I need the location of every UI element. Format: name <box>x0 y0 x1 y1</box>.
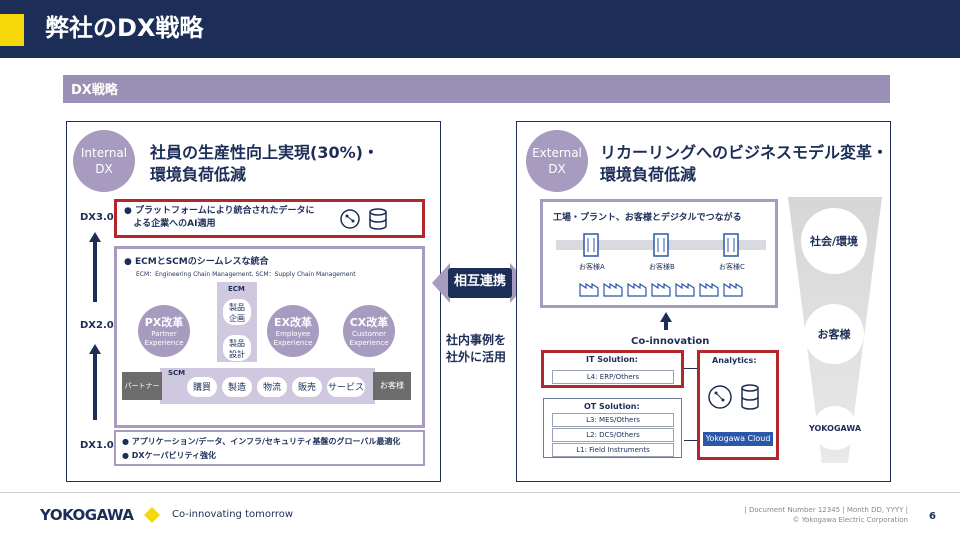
building-icon <box>723 233 739 257</box>
connector-line <box>684 440 697 441</box>
arrow-up-icon <box>660 312 672 322</box>
title-accent <box>0 14 24 46</box>
ex-sub: Employee Experience <box>273 330 313 347</box>
cx-sub: Customer Experience <box>349 330 389 347</box>
ecm-subtitle: ECM：Engineering Chain Management, SCM：Su… <box>136 271 356 278</box>
it-row: L4: ERP/Others <box>552 370 674 384</box>
customer-label: お客様A <box>579 263 605 271</box>
level-dx2: DX2.0 <box>80 320 114 331</box>
internal-heading: 社員の生産性向上実現(30%)・ 環境負荷低減 <box>150 143 379 184</box>
building-icon <box>653 233 669 257</box>
connect-title: 工場・プラント、お客様とデジタルでつながる <box>553 213 742 223</box>
analytics-title: Analytics: <box>712 356 757 365</box>
building-icon <box>583 233 599 257</box>
ot-row: L3: MES/Others <box>552 413 674 427</box>
arrow-shaft <box>93 354 97 420</box>
it-title: IT Solution: <box>586 355 638 364</box>
badge-line: Internal <box>80 146 128 160</box>
cx-title: CX改革 <box>349 316 389 329</box>
dx1-line: ● アプリケーション/データ、インフラ/セキュリティ基盤のグローバル最適化 <box>122 437 401 446</box>
title-bar <box>0 0 960 58</box>
dx3-box <box>114 199 425 238</box>
px-sub: Partner Experience <box>144 330 184 347</box>
section-title: DX戦略 <box>71 83 118 98</box>
dx3-text: ● プラットフォームにより統合されたデータに よる企業へのAI適用 <box>124 206 315 229</box>
arrow-up-icon <box>89 232 101 242</box>
customer-label: お客様B <box>649 263 675 271</box>
ex-circle: EX改革 Employee Experience <box>267 305 319 357</box>
yokogawa-circle: YOKOGAWA <box>809 406 861 450</box>
ex-title: EX改革 <box>274 316 312 329</box>
diamond-icon <box>144 507 160 523</box>
dx1-line: ● DXケーパビリティ強化 <box>122 451 217 460</box>
arrow-shaft <box>664 322 668 330</box>
level-dx3: DX3.0 <box>80 212 114 223</box>
ot-row: L2: DCS/Others <box>552 428 674 442</box>
ot-solution-box <box>543 398 682 458</box>
internal-dx-badge: Internal DX <box>73 130 135 192</box>
scm-item: 販売 <box>291 376 323 398</box>
connector-line <box>684 368 697 369</box>
footer-divider <box>0 492 960 493</box>
footer-copyright: © Yokogawa Electric Corporation <box>792 516 908 524</box>
customer-box: お客様 <box>373 372 411 400</box>
page-title: 弊社のDX戦略 <box>45 14 204 42</box>
dx1-box <box>114 430 425 466</box>
external-heading: リカーリングへのビジネスモデル変革・ 環境負荷低減 <box>600 143 889 184</box>
center-text: 社内事例を 社外に活用 <box>446 333 507 364</box>
scm-item: 購買 <box>186 376 218 398</box>
badge-line: DX <box>548 162 566 176</box>
footer-tagline: Co-innovating tomorrow <box>172 509 294 520</box>
ecm-label: ECM <box>228 285 245 293</box>
customer-label: お客様C <box>719 263 745 271</box>
section-bar <box>63 75 890 103</box>
px-title: PX改革 <box>144 316 184 329</box>
arrow-shaft <box>93 242 97 302</box>
ot-row: L1: Field Instruments <box>552 443 674 457</box>
coinnovation-label: Co-innovation <box>631 336 710 347</box>
partner-box: パートナー様 <box>122 372 162 418</box>
badge-line: External <box>532 146 582 160</box>
cx-circle: CX改革 Customer Experience <box>343 305 395 357</box>
badge-line: DX <box>95 162 113 176</box>
footer-doc-number: | Document Number 12345 | Month DD, YYYY… <box>744 506 908 514</box>
ecm-item: 製品 設計 <box>222 334 252 362</box>
ot-title: OT Solution: <box>584 402 640 411</box>
external-dx-badge: External DX <box>526 130 588 192</box>
footer-logo: YOKOGAWA <box>40 506 134 524</box>
scm-label: SCM <box>168 369 186 377</box>
yokogawa-cloud: Yokogawa Cloud <box>703 432 773 446</box>
scm-item: 物流 <box>256 376 288 398</box>
ai-brain-icon <box>340 208 387 230</box>
ecm-item: 製品 企画 <box>222 298 252 326</box>
sogo-renkei: 相互連携 <box>448 268 512 298</box>
ecm-title: ● ECMとSCMのシームレスな統合 <box>124 257 269 267</box>
arrow-up-icon <box>89 344 101 354</box>
society-circle: 社会/環境 <box>801 208 867 274</box>
factory-icons <box>579 282 743 297</box>
scm-item: サービス <box>326 376 366 398</box>
level-dx1: DX1.0 <box>80 440 114 451</box>
footer-doc: | Document Number 12345 | Month DD, YYYY… <box>700 505 908 525</box>
ai-brain-icon <box>708 384 759 410</box>
customer-circle: お客様 <box>804 304 864 364</box>
scm-item: 製造 <box>221 376 253 398</box>
page-number: 6 <box>929 511 936 522</box>
px-circle: PX改革 Partner Experience <box>138 305 190 357</box>
